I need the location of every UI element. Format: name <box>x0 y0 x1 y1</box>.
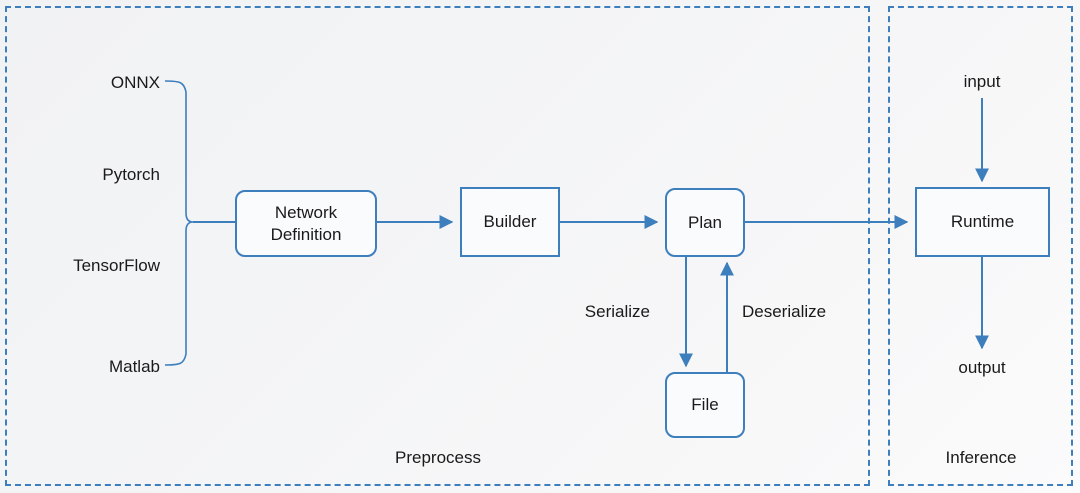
node-builder[interactable]: Builder <box>460 187 560 257</box>
node-file[interactable]: File <box>665 372 745 438</box>
panel-preprocess <box>5 6 870 486</box>
edge-label-serialize: Serialize <box>584 302 650 321</box>
node-plan-label: Plan <box>687 212 723 232</box>
source-label-tensorflow: TensorFlow <box>73 256 160 275</box>
panel-preprocess-label: Preprocess <box>395 448 481 467</box>
node-plan[interactable]: Plan <box>665 188 745 257</box>
node-network-definition-line1: Network <box>274 203 338 223</box>
node-network-definition[interactable]: Network Definition <box>235 190 377 257</box>
node-network-definition-text: Network Definition <box>271 202 342 245</box>
node-runtime-label: Runtime <box>950 212 1015 232</box>
node-network-definition-line2: Definition <box>270 224 342 244</box>
node-file-label: File <box>691 395 719 415</box>
io-label-input: input <box>963 72 1001 91</box>
panel-inference <box>888 6 1073 486</box>
edge-label-deserialize: Deserialize <box>742 302 827 321</box>
node-runtime[interactable]: Runtime <box>915 187 1050 257</box>
io-label-output: output <box>958 358 1006 377</box>
source-label-matlab: Matlab <box>108 357 160 376</box>
source-label-pytorch: Pytorch <box>102 165 160 184</box>
source-label-onnx: ONNX <box>110 73 160 92</box>
node-builder-label: Builder <box>483 212 537 232</box>
panel-inference-label: Inference <box>945 448 1017 467</box>
